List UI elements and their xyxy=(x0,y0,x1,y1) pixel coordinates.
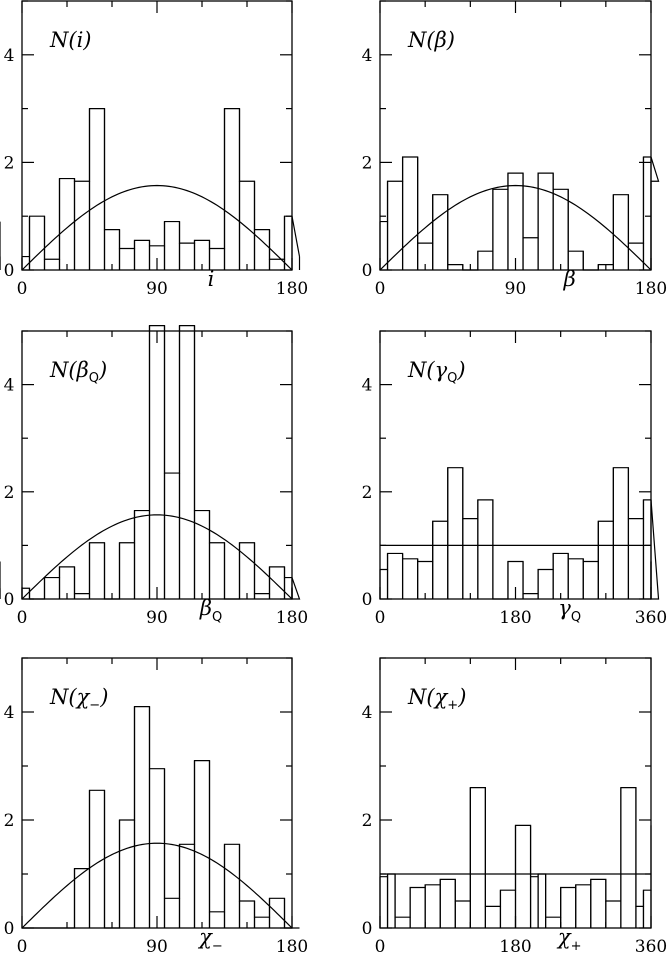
y-tick-label: 4 xyxy=(362,46,373,66)
x-axis-label: γQ xyxy=(558,596,581,625)
x-tick-label: 180 xyxy=(276,608,308,628)
y-tick-label: 4 xyxy=(4,703,15,723)
histogram-panel-3: 0 2 4 0 90 180 N(βQ) βQ xyxy=(0,325,308,628)
panel-title: N(γQ) xyxy=(407,358,466,386)
model-curve xyxy=(21,842,293,929)
y-tick-label: 0 xyxy=(362,261,373,281)
y-tick-label: 0 xyxy=(4,590,15,610)
y-tick-label: 4 xyxy=(362,703,373,723)
x-axis-label: χ+ xyxy=(556,925,582,954)
x-tick-label: 0 xyxy=(375,279,386,299)
panel-title: N(i) xyxy=(49,28,91,52)
x-axis-label-subscript: Q xyxy=(212,610,222,625)
x-tick-label: 360 xyxy=(635,937,667,957)
panel-title-subscript: Q xyxy=(89,371,99,386)
panel-title-close: ) xyxy=(98,358,107,382)
panel-title-subscript: Q xyxy=(447,371,457,386)
y-tick-label: 0 xyxy=(4,919,15,939)
histogram-panel-1: 0 2 4 0 90 180 N(i) i xyxy=(0,0,308,299)
x-axis-label: β xyxy=(563,267,576,291)
model-curve xyxy=(21,514,293,600)
x-axis-label-subscript: − xyxy=(212,939,223,954)
x-tick-label: 360 xyxy=(635,608,667,628)
x-tick-label: 0 xyxy=(17,608,28,628)
y-tick-label: 4 xyxy=(362,376,373,396)
y-tick-label: 2 xyxy=(4,811,15,831)
panel-title: N(χ−) xyxy=(49,685,108,713)
model-curve xyxy=(379,184,652,271)
histogram-steps xyxy=(380,467,660,600)
x-tick-label: 0 xyxy=(375,937,386,957)
y-tick-label: 4 xyxy=(4,376,15,396)
y-tick-label: 2 xyxy=(4,483,15,503)
x-tick-label: 180 xyxy=(635,279,667,299)
x-tick-label: 180 xyxy=(276,937,308,957)
x-tick-label: 180 xyxy=(276,279,308,299)
panel-title-close: ) xyxy=(99,685,108,709)
model-curve xyxy=(21,184,293,271)
x-axis-label: βQ xyxy=(199,596,222,625)
histogram-panel-2: 0 2 4 0 90 180 N(β) β xyxy=(0,0,667,299)
y-tick-label: 2 xyxy=(362,483,373,503)
x-axis-label-subscript: + xyxy=(571,939,582,954)
y-tick-label: 2 xyxy=(362,153,373,173)
panel-title: N(βQ) xyxy=(49,358,107,386)
histogram-panel-4: 0 2 4 0 180 360 N(γQ) γQ xyxy=(0,330,667,628)
x-tick-label: 0 xyxy=(17,937,28,957)
y-tick-label: 0 xyxy=(4,261,15,281)
x-axis-label-subscript: Q xyxy=(571,610,581,625)
x-tick-label: 90 xyxy=(146,937,168,957)
y-tick-label: 0 xyxy=(362,590,373,610)
panel-title-subscript: − xyxy=(89,698,100,713)
x-tick-label: 90 xyxy=(505,279,527,299)
x-axis-label: χ− xyxy=(197,925,223,954)
x-tick-label: 0 xyxy=(375,608,386,628)
panel-title-close: ) xyxy=(457,685,466,709)
y-tick-label: 4 xyxy=(4,46,15,66)
x-tick-label: 180 xyxy=(499,608,531,628)
x-tick-label: 90 xyxy=(146,279,168,299)
histogram-panel-5: 0 2 4 0 90 180 N(χ−) χ− xyxy=(4,657,308,957)
histogram-panel-6: 0 2 4 0 180 360 N(χ+) χ+ xyxy=(362,657,667,957)
x-axis-label: i xyxy=(208,267,215,291)
panel-title: N(β) xyxy=(407,28,455,52)
y-tick-label: 0 xyxy=(362,919,373,939)
x-tick-label: 180 xyxy=(499,937,531,957)
x-tick-label: 90 xyxy=(146,608,168,628)
histogram-steps xyxy=(380,156,660,271)
y-tick-label: 2 xyxy=(362,811,373,831)
panel-title-close: ) xyxy=(456,358,465,382)
panel-title: N(χ+) xyxy=(407,685,466,713)
panel-title-subscript: + xyxy=(447,698,458,713)
y-tick-label: 2 xyxy=(4,153,15,173)
x-tick-label: 0 xyxy=(17,279,28,299)
